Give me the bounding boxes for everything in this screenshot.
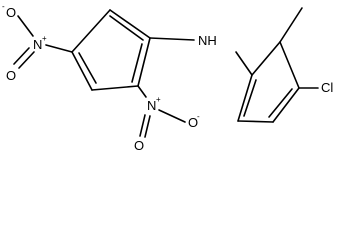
bond bbox=[137, 85, 147, 98]
bond-double-inner bbox=[243, 79, 257, 117]
nitrogen-bottom-label: N bbox=[147, 98, 156, 113]
oxygen-left-bottom-label: O bbox=[6, 68, 16, 83]
bond bbox=[91, 85, 139, 91]
nh-label: NH bbox=[198, 33, 217, 48]
bond bbox=[71, 9, 111, 53]
bond bbox=[272, 87, 300, 123]
methyl-bond bbox=[279, 7, 303, 43]
nitrogen-left-charge: + bbox=[42, 34, 47, 43]
bond bbox=[139, 114, 146, 137]
bond bbox=[158, 109, 186, 123]
amine-bridge bbox=[149, 37, 253, 76]
bond-double-inner bbox=[78, 52, 97, 84]
bond bbox=[279, 41, 300, 89]
nitro-group-left bbox=[13, 15, 73, 69]
bond bbox=[137, 37, 151, 87]
bond bbox=[149, 37, 195, 41]
chloromethylphenyl-ring bbox=[237, 7, 319, 123]
oxygen-bottom-label: O bbox=[134, 138, 144, 153]
oxygen-bottom-right-charge: - bbox=[197, 112, 200, 121]
bond bbox=[71, 51, 93, 91]
chemical-structure-diagram: NH Cl N + O - O N + O - O bbox=[2, 2, 333, 153]
bond-double-inner bbox=[268, 88, 293, 118]
bond bbox=[251, 41, 281, 76]
nitrogen-bottom-charge: + bbox=[156, 95, 161, 104]
dinitrophenyl-ring bbox=[71, 9, 151, 91]
nitrogen-left-label: N bbox=[33, 37, 42, 52]
bond bbox=[237, 74, 253, 122]
bond-double bbox=[144, 115, 151, 138]
bond-double-inner bbox=[109, 15, 144, 41]
bond bbox=[109, 9, 151, 39]
bond-double-inner bbox=[131, 43, 143, 83]
bond bbox=[235, 51, 253, 76]
oxygen-left-top-charge: - bbox=[2, 2, 5, 11]
bond bbox=[17, 15, 34, 37]
chlorine-label: Cl bbox=[321, 80, 333, 95]
oxygen-left-top-label: O bbox=[6, 5, 16, 20]
nitro-group-bottom bbox=[137, 85, 186, 138]
bond bbox=[45, 44, 73, 53]
bond bbox=[237, 120, 274, 123]
bond-double bbox=[13, 47, 30, 65]
bond bbox=[18, 51, 35, 69]
oxygen-bottom-right-label: O bbox=[188, 115, 198, 130]
